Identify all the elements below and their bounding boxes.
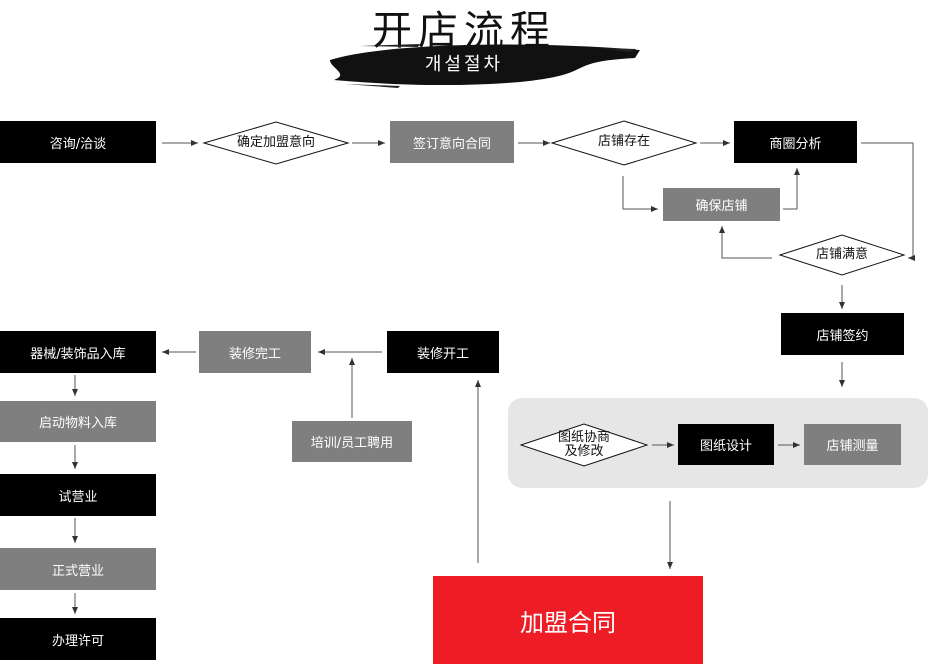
step-renovation-start: 装修开工 [387,331,499,373]
step-training: 培训/员工聘用 [292,421,412,462]
diamond-drawing-negotiation [519,423,649,467]
step-drawing-design: 图纸设计 [678,424,774,465]
diamond-confirm-intent [202,121,350,165]
step-sign-intent: 签订意向合同 [390,121,514,163]
step-start-materials: 启动物料入库 [0,401,156,442]
arrow-exists-secure [622,176,658,212]
diamond-store-satisfied [778,234,906,276]
step-equipment-storage: 器械/装饰品入库 [0,331,156,373]
arrow-satisfied-secure [719,226,772,259]
arrow-analysis-satisfied [861,142,915,261]
store-satisfied-label: 店铺满意 [815,247,868,262]
step-renovation-done: 装修完工 [199,331,311,373]
arrow-secure-analysis [783,168,800,210]
step-permits: 办理许可 [0,618,156,660]
step-store-sign: 店铺签约 [781,313,904,355]
step-trial-operation: 试营业 [0,474,156,516]
drawing-negotiation-label: 图纸协商 及修改 [557,430,610,459]
step-secure-store: 确保店铺 [663,188,780,221]
diamond-store-exists [550,120,698,166]
step-store-measure: 店铺测量 [804,424,901,465]
confirm-intent-label: 确定加盟意向 [236,135,315,150]
step-consult: 咨询/洽谈 [0,121,156,163]
store-exists-label: 店铺存在 [597,134,650,149]
page-subtitle: 개설절차 [424,54,504,75]
step-area-analysis: 商圈分析 [734,121,857,163]
step-formal-operation: 正式营业 [0,548,156,590]
step-franchise-contract: 加盟合同 [433,576,703,664]
